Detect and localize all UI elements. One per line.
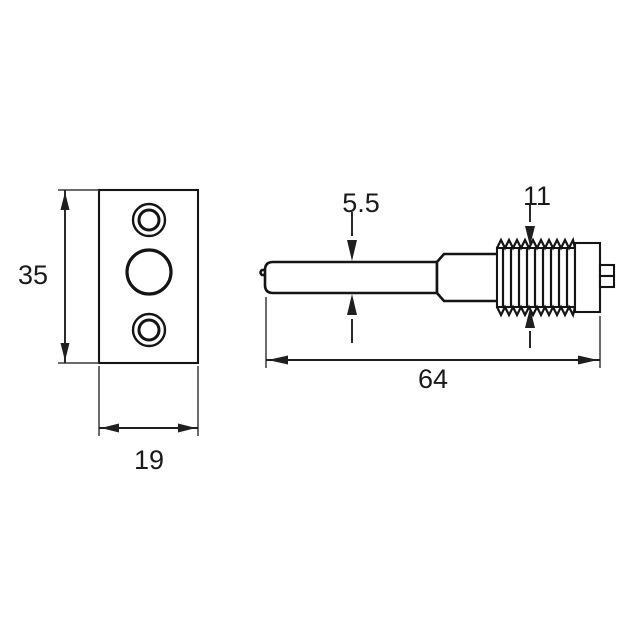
terminal-tab-upper <box>598 263 616 278</box>
screw-hole-bottom <box>131 312 167 348</box>
dim-64-arrow-right <box>578 355 598 365</box>
dim-35-arrow-top <box>60 192 70 210</box>
dim-11-label: 11 <box>523 181 551 211</box>
dimension-height-35: 35 <box>18 189 99 364</box>
faceplate-front-view <box>97 188 200 365</box>
terminal-tab-lower <box>598 274 616 289</box>
terminal-tab <box>598 263 616 289</box>
dim-5-5-arrow-bottom <box>347 294 357 315</box>
center-bore-hole <box>125 248 173 296</box>
dim-11-arrow-bottom <box>525 308 535 328</box>
plunger-head-flange <box>573 241 602 314</box>
dimension-shank-5-5: 5.5 <box>342 188 380 343</box>
plunger-side-view <box>259 236 616 319</box>
dim-19-arrow-right <box>178 423 196 433</box>
dim-19-label: 19 <box>134 445 164 475</box>
screw-hole-top <box>131 202 167 238</box>
dimension-thread-11: 11 <box>523 181 551 348</box>
plunger-shank <box>263 260 439 295</box>
dim-11-arrow-top <box>525 226 535 246</box>
dimension-length-64: 64 <box>265 297 601 394</box>
dim-35-label: 35 <box>18 260 48 290</box>
screw-hole-top-inner <box>137 208 161 232</box>
dim-5-5-label: 5.5 <box>342 188 380 218</box>
thread-crest-bottom <box>496 304 577 319</box>
thread-crest-top <box>496 236 577 251</box>
screw-hole-bottom-inner <box>137 318 161 342</box>
dim-35-arrow-bottom <box>60 343 70 361</box>
dimension-width-19: 19 <box>98 366 199 475</box>
dim-64-arrow-left <box>268 355 288 365</box>
plunger-body-step <box>435 252 501 303</box>
thread-flank-lines <box>501 248 569 307</box>
dim-64-label: 64 <box>418 364 448 394</box>
dim-5-5-arrow-top <box>347 240 357 261</box>
dim-19-arrow-left <box>101 423 119 433</box>
